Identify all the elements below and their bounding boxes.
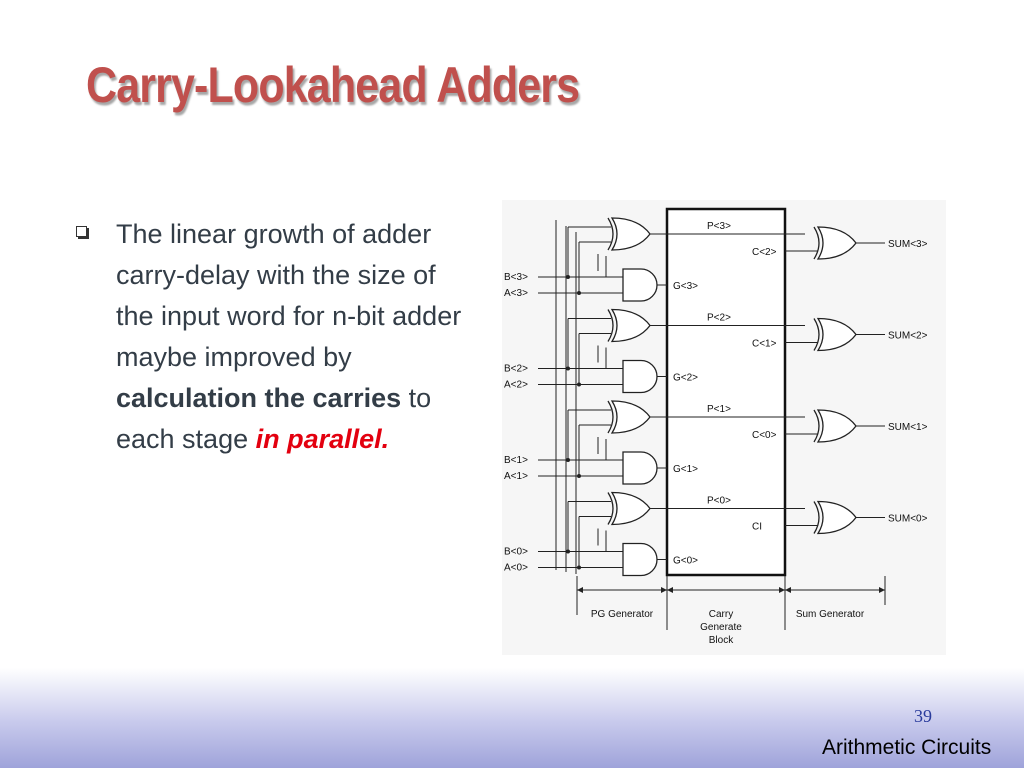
xor-gate-p0-back-curve [607,492,614,525]
and-gate-g0 [622,542,658,577]
footer-band [0,668,1024,768]
propagate-label-p2: P<2> [707,313,731,324]
page-number: 39 [914,706,932,726]
circuit-schematic: B<3> A<3> P<3> G<3> C<2> SUM<3> B<2> A<2> P<2> G<… [504,207,928,646]
xor-gate-p3-back-curve [607,217,614,251]
carry-label-1: C<0> [752,430,777,441]
xor-gate-p3 [610,217,651,251]
input-label-b1: B<1> [504,455,528,466]
sum-xor-gate-0 [816,500,857,535]
and-gate-g2 [622,359,658,394]
arrowhead-icon [661,587,667,593]
carry-generate-block [665,207,787,577]
sum-label-1: SUM<1> [888,422,928,433]
sum-xor-gate-2 [816,317,857,352]
generate-label-g3: G<3> [673,281,698,292]
carry-label-0: CI [752,522,762,533]
sum-label-3: SUM<3> [888,239,928,250]
input-label-a0: A<0> [504,563,528,574]
input-label-a2: A<2> [504,380,528,391]
arrowhead-icon [667,587,673,593]
xor-gate-p1 [610,400,651,434]
carry-lookahead-diagram: B<3> A<3> P<3> G<3> C<2> SUM<3> B<2> A<2> P<2> G<… [502,200,946,655]
section-label-sum-generator: Sum Generator [796,609,865,620]
carry-label-3: C<2> [752,247,777,258]
bullet-text-emphasis: in parallel. [255,424,390,454]
arrowhead-icon [779,587,785,593]
generate-label-g0: G<0> [673,556,698,567]
and-gate-g1 [622,451,658,485]
bullet-text-after: to each stage [116,383,432,454]
slide-title: Carry-Lookahead Adders [86,57,580,113]
input-label-b0: B<0> [504,547,528,558]
bullet-text-plain: The linear growth of adder carry-delay w… [116,219,462,372]
input-label-b2: B<2> [504,364,528,375]
footer-title: Arithmetic Circuits [822,736,992,759]
section-label-carry-generate: Carry [709,609,733,620]
propagate-label-p0: P<0> [707,496,731,507]
section-label-carry-generate: Block [709,635,734,646]
xor-gate-p2-back-curve [607,309,614,342]
xor-gate-p2 [610,308,651,343]
arrowhead-icon [785,587,791,593]
input-label-a1: A<1> [504,471,528,482]
generate-label-g2: G<2> [673,373,698,384]
square-bullet-icon [76,226,87,237]
sum-xor-gate-3 [816,226,857,260]
propagate-label-p1: P<1> [707,404,731,415]
sum-xor-gate-3-back-curve [813,226,820,260]
section-label-pg-generator: PG Generator [591,609,654,620]
xor-gate-p0 [610,491,651,526]
arrowhead-icon [577,587,583,593]
sum-xor-gate-2-back-curve [813,318,820,351]
sum-label-0: SUM<0> [888,514,928,525]
xor-gate-p1-back-curve [607,400,614,434]
generate-label-g1: G<1> [673,464,698,475]
bullet-text-bold: calculation the carries [116,383,402,413]
propagate-label-p3: P<3> [707,221,731,232]
arrowhead-icon [879,587,885,593]
sum-xor-gate-1 [816,409,857,443]
sum-xor-gate-0-back-curve [813,501,820,534]
bullet-item: The linear growth of adder carry-delay w… [72,214,472,460]
and-gate-g3 [622,268,658,302]
sum-xor-gate-1-back-curve [813,409,820,443]
bullet-text: The linear growth of adder carry-delay w… [116,214,472,460]
input-label-a3: A<3> [504,288,528,299]
input-label-b3: B<3> [504,272,528,283]
carry-label-2: C<1> [752,339,777,350]
section-label-carry-generate: Generate [700,622,742,633]
sum-label-2: SUM<2> [888,331,928,342]
